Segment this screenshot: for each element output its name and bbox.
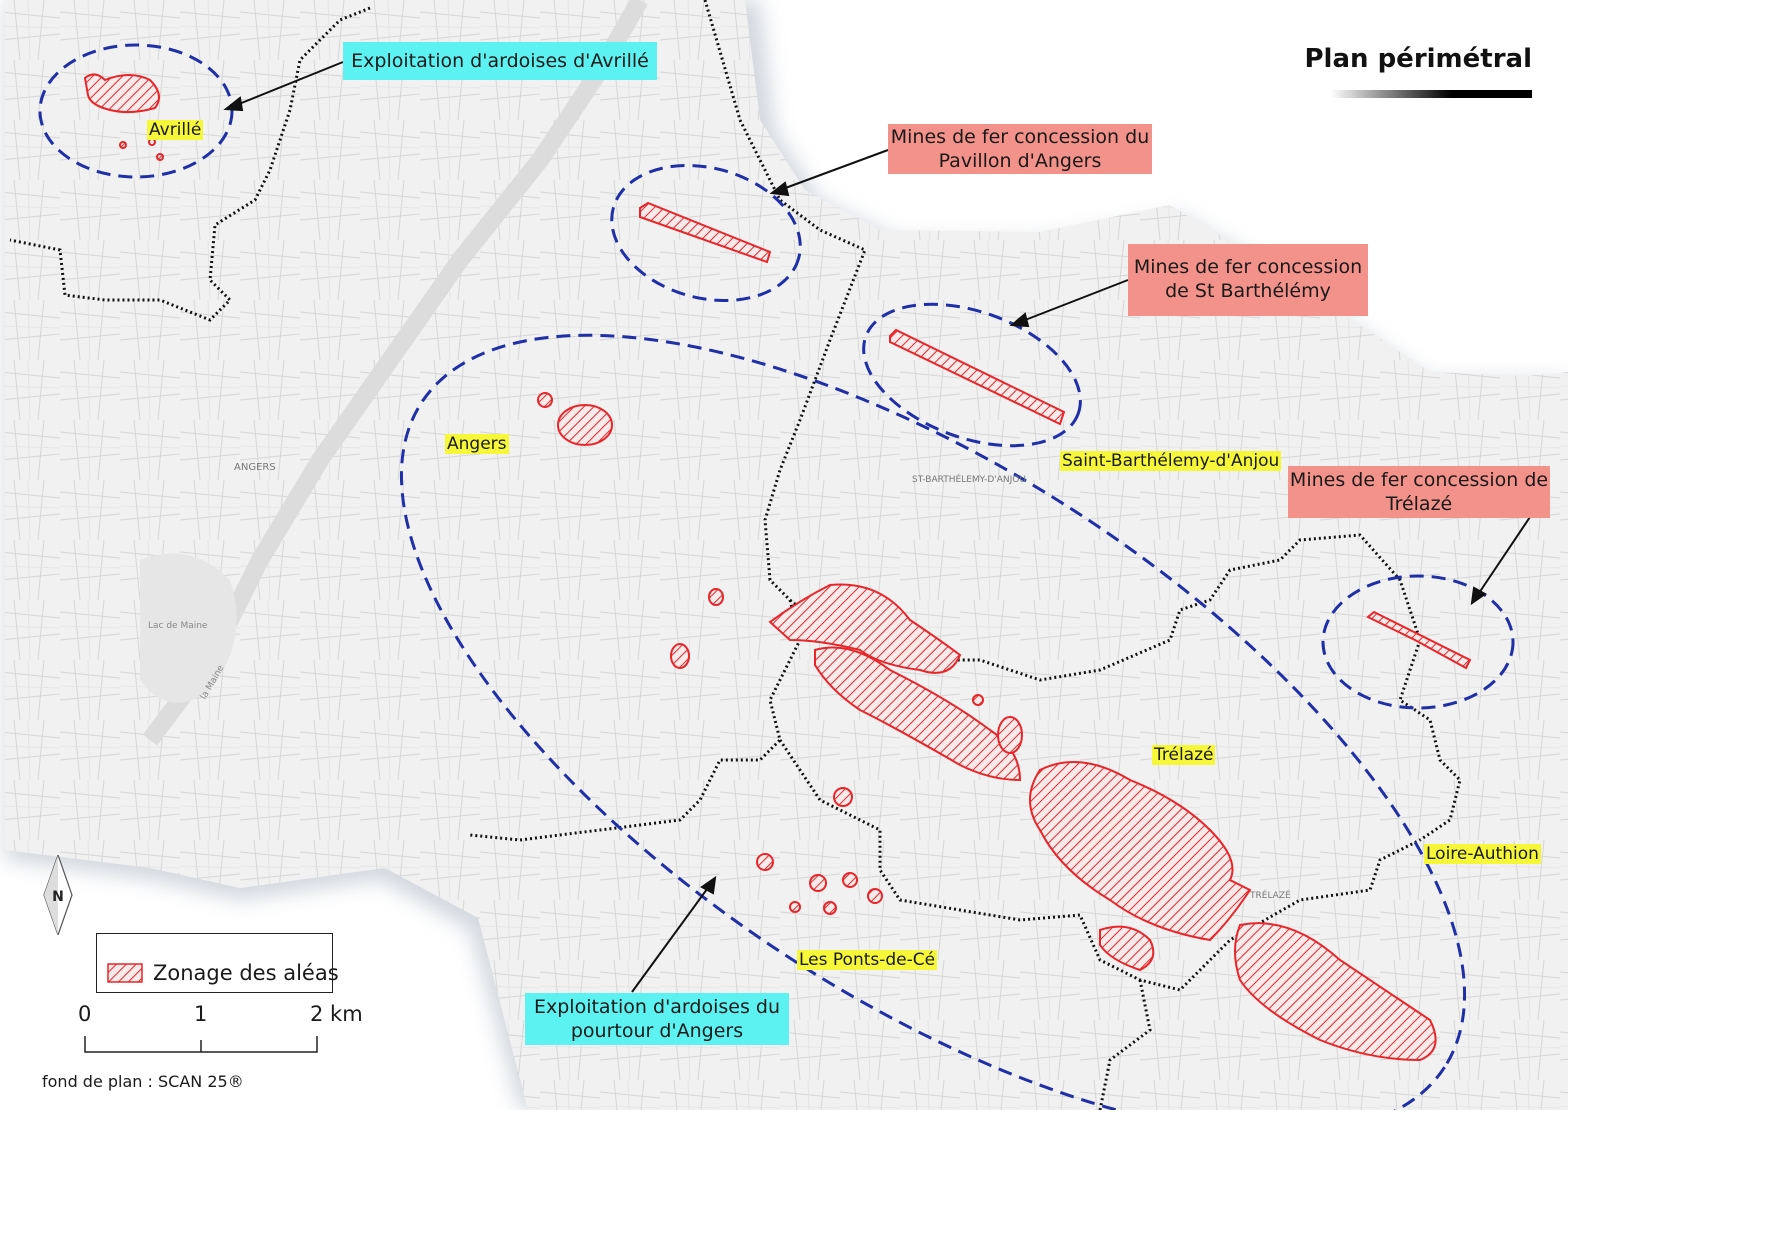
callout-trelaze-line2: Trélazé xyxy=(1385,493,1453,515)
source-note: fond de plan : SCAN 25® xyxy=(42,1072,244,1091)
callout-pourtour-line2: pourtour d'Angers xyxy=(570,1020,744,1042)
hazard-zone-small-d xyxy=(997,716,1023,754)
hazard-zone-main-southeast xyxy=(1234,922,1437,1062)
basemap-label-angers: ANGERS xyxy=(234,462,276,473)
basemap-label-trelaze: TRÉLAZÉ xyxy=(1249,889,1291,901)
callout-arrows xyxy=(223,61,1531,993)
hazard-zone-avrille xyxy=(83,73,160,114)
hazard-zone-swatch-icon xyxy=(107,963,143,983)
hazard-zone-southwest-pocket xyxy=(1099,925,1155,972)
commune-boundaries xyxy=(9,0,1462,1110)
study-ellipses xyxy=(38,43,1515,1110)
place-ponts-de-ce: Les Ponts-de-Cé xyxy=(797,950,938,970)
callout-barthelemy-line2: de St Barthélémy xyxy=(1165,280,1331,302)
callout-avrille-text: Exploitation d'ardoises d'Avrillé xyxy=(351,50,649,72)
place-loire-authion: Loire-Authion xyxy=(1424,844,1541,864)
map-title: Plan périmétral xyxy=(1304,44,1533,74)
callout-trelaze: Mines de fer concession de Trélazé xyxy=(1288,466,1550,518)
ellipse-barthelemy xyxy=(862,302,1082,448)
hazard-zone-ponts-1 xyxy=(833,787,853,807)
hazard-zone-ponts-7 xyxy=(789,901,801,913)
scale-tick-0: 0 xyxy=(78,1002,92,1026)
callout-avrille: Exploitation d'ardoises d'Avrillé xyxy=(343,42,657,80)
legend-box: Zonage des aléas xyxy=(96,933,339,993)
hazard-zone-ponts-5 xyxy=(867,888,883,904)
ellipse-pourtour xyxy=(399,333,1467,1110)
place-trelaze: Trélazé xyxy=(1152,745,1216,765)
hazard-zone-main-central xyxy=(814,646,1022,782)
north-label: N xyxy=(52,889,64,905)
basemap-label-lac-de-maine: Lac de Maine xyxy=(148,621,208,631)
hazard-zone-small-a xyxy=(708,588,724,606)
callout-pavillon: Mines de fer concession du Pavillon d'An… xyxy=(888,124,1152,174)
scale-tick-1: 1 xyxy=(194,1002,208,1026)
callout-pavillon-line1: Mines de fer concession du xyxy=(890,126,1150,148)
place-saint-barthelemy: Saint-Barthélemy-d'Anjou xyxy=(1060,451,1282,471)
hazard-zone-small-c xyxy=(972,694,984,706)
scale-tick-2: 2 km xyxy=(310,1002,363,1026)
scale-bar xyxy=(84,1036,318,1053)
place-avrille: Avrillé xyxy=(147,120,204,140)
title-underline-bar xyxy=(1330,90,1532,98)
hazard-zone-ponts-2 xyxy=(756,853,774,871)
hazard-zone-ponts-6 xyxy=(823,901,837,915)
basemap-label-st-barthelemy: ST-BARTHÉLEMY-D'ANJOU xyxy=(912,473,1026,485)
hazard-zone-angers-2 xyxy=(537,392,553,408)
hazard-zone-angers-1 xyxy=(557,404,613,446)
callout-pavillon-line2: Pavillon d'Angers xyxy=(938,150,1102,172)
ellipse-pavillon xyxy=(610,163,802,303)
lake xyxy=(140,553,237,703)
hazard-zone-trelaze-concession xyxy=(1366,610,1472,670)
callout-trelaze-line1: Mines de fer concession de xyxy=(1289,469,1549,491)
hazard-zone-main-south xyxy=(1029,761,1252,942)
ellipse-avrille xyxy=(38,43,234,179)
place-angers: Angers xyxy=(445,434,509,454)
hazard-zone-avrille-small-1 xyxy=(119,141,127,149)
hazard-zone-ponts-4 xyxy=(842,872,858,888)
hazard-zone-main-north xyxy=(768,583,962,674)
hazard-zone-barthelemy xyxy=(889,328,1066,426)
hazard-zone-pavillon xyxy=(639,201,772,264)
legend-hazard-zone-label: Zonage des aléas xyxy=(153,961,339,985)
hazard-zone-ponts-3 xyxy=(809,874,827,892)
hazard-zone-small-b xyxy=(670,643,690,669)
callout-barthelemy-line1: Mines de fer concession xyxy=(1133,256,1363,278)
ellipse-trelaze xyxy=(1321,574,1515,710)
callout-pourtour: Exploitation d'ardoises du pourtour d'An… xyxy=(525,993,789,1045)
callout-barthelemy: Mines de fer concession de St Barthélémy xyxy=(1128,244,1368,316)
callout-pourtour-line1: Exploitation d'ardoises du xyxy=(533,996,781,1018)
hazard-zone-avrille-small-3 xyxy=(156,153,164,161)
north-arrow-icon: N xyxy=(43,855,73,935)
hazard-zones xyxy=(83,73,1472,1062)
